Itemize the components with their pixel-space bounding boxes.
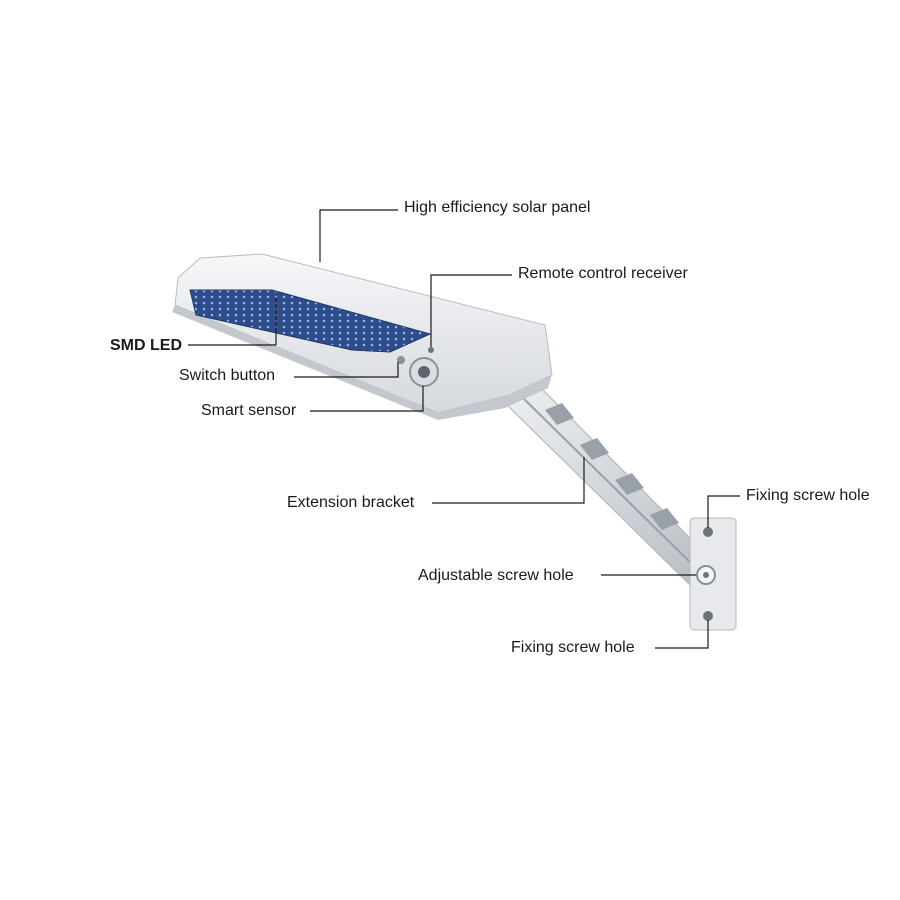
label-fixing-screw-hole-bottom: Fixing screw hole xyxy=(511,639,635,656)
label-fixing-screw-hole-top: Fixing screw hole xyxy=(746,487,870,504)
leader-solar-panel xyxy=(319,209,398,262)
leader-fixing-bottom xyxy=(655,620,709,649)
switch-button-icon xyxy=(397,356,405,364)
smd-led-panel xyxy=(189,289,432,353)
leader-remote-receiver xyxy=(430,274,512,347)
label-switch-button: Switch button xyxy=(179,367,276,384)
fixing-screw-hole-top-icon xyxy=(703,527,713,537)
label-smart-sensor: Smart sensor xyxy=(201,402,297,419)
leader-lines xyxy=(188,209,740,649)
label-remote-receiver: Remote control receiver xyxy=(518,265,688,282)
label-extension-bracket: Extension bracket xyxy=(287,494,415,511)
remote-receiver-icon xyxy=(428,347,434,353)
leader-smart-sensor xyxy=(310,386,424,412)
lamp-housing xyxy=(172,253,553,420)
fixing-screw-hole-bottom-icon xyxy=(703,611,713,621)
label-smd-led: SMD LED xyxy=(110,337,182,354)
wall-mount-plate xyxy=(689,517,737,631)
leader-extension-bracket xyxy=(432,457,585,504)
label-adjustable-screw-hole: Adjustable screw hole xyxy=(418,567,574,584)
leader-switch-button xyxy=(294,362,399,378)
leader-fixing-top xyxy=(707,495,740,528)
label-solar-panel: High efficiency solar panel xyxy=(404,199,591,216)
extension-bracket-arm xyxy=(499,384,713,586)
